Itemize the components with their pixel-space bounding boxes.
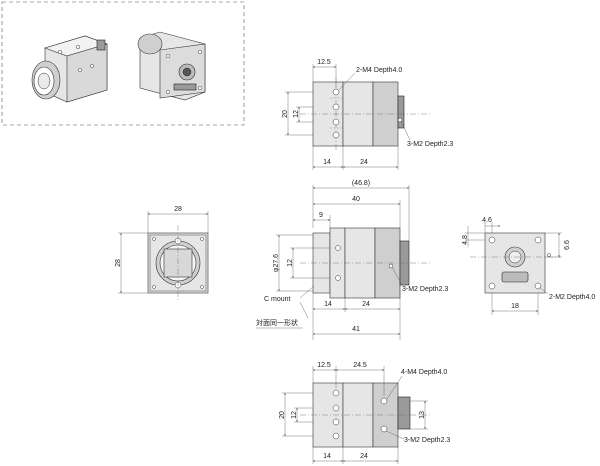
bottom-dim-14: 14 [323,453,331,460]
front-dim-28-height: 28 [115,259,122,267]
side-view: (46.8) 40 9 φ27.6 12 3-M2 Depth2.3 C mou… [256,180,448,340]
bottom-view: 12.5 24.5 4-M4 Depth4.0 20 12 13 3-M2 De… [279,362,450,464]
front-dim-28-width: 28 [174,206,182,213]
side-dim-12: 12 [287,259,294,267]
bottom-dim-12: 12 [291,411,298,419]
side-note-opposite: 対面同一形状 [256,318,298,327]
top-dim-12: 12 [293,110,300,118]
front-view: 28 28 [115,206,209,300]
side-dim-9: 9 [319,212,323,219]
rear-note-m2: 2-M2 Depth4.0 [549,294,595,301]
bottom-dim-12-5: 12.5 [317,362,331,369]
isometric-camera-front [31,35,108,103]
rear-dim-4-8: 4.8 [462,235,469,245]
top-note-m2: 3-M2 Depth2.3 [407,141,453,148]
side-dim-phi-27-6: φ27.6 [273,254,280,272]
side-note-cmount: C mount [264,296,291,303]
rear-view: 4.6 4.8 6.6 18 2-M2 Depth4.0 [462,217,595,315]
side-note-m2: 3-M2 Depth2.3 [402,286,448,293]
bottom-note-m4: 4-M4 Depth4.0 [401,369,447,376]
isometric-preview-panel [1,1,245,126]
isometric-camera-rear [137,31,206,101]
bottom-dim-24-5: 24.5 [353,362,367,369]
top-view: 12.5 2-M4 Depth4.0 20 12 3-M2 Depth2.3 1… [282,59,453,170]
top-dim-24: 24 [360,159,368,166]
side-dim-41: 41 [352,326,360,333]
side-dim-24: 24 [362,301,370,308]
bottom-dim-24: 24 [360,453,368,460]
top-dim-20: 20 [282,110,289,118]
top-note-m4: 2-M4 Depth4.0 [356,67,402,74]
bottom-note-m2: 3-M2 Depth2.3 [404,437,450,444]
rear-dim-4-6: 4.6 [482,217,492,224]
rear-dim-18: 18 [511,303,519,310]
side-dim-14: 14 [324,301,332,308]
top-dim-12-5: 12.5 [317,59,331,66]
rear-dim-6-6: 6.6 [564,240,571,250]
side-dim-40: 40 [352,196,360,203]
bottom-dim-13: 13 [419,411,426,419]
side-dim-46-8: (46.8) [352,180,370,187]
top-dim-14: 14 [323,159,331,166]
bottom-dim-20: 20 [279,411,286,419]
